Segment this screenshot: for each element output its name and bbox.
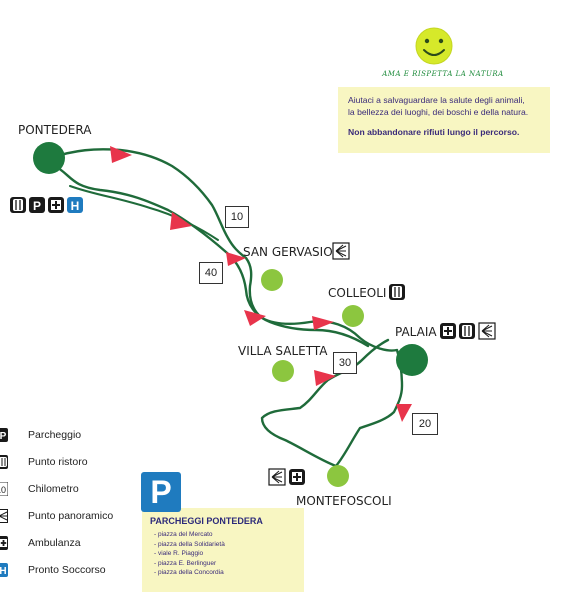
parking-list: - piazza del Mercato - piazza della Soli… xyxy=(154,530,225,578)
direction-arrow xyxy=(314,370,336,386)
town-marker-montefoscoli xyxy=(327,465,349,487)
legend-label: Chilometro xyxy=(28,483,79,495)
first-aid-icon: H xyxy=(0,563,8,577)
ambulance-icon xyxy=(48,197,64,213)
legend-item-ambulance: Ambulanza xyxy=(0,536,130,554)
legend-item-restaurant: Punto ristoro xyxy=(0,455,130,473)
panorama-icon xyxy=(478,322,496,340)
legend-label: Pronto Soccorso xyxy=(28,564,106,576)
list-item: - piazza della Concordia xyxy=(154,569,224,577)
label-pontedera: PONTEDERA xyxy=(18,123,92,137)
svg-text:P: P xyxy=(0,431,7,442)
km-marker: 40 xyxy=(199,262,223,284)
km-marker: 10 xyxy=(225,206,249,228)
info-line-1: Aiutaci a salvaguardare la salute degli … xyxy=(348,95,525,105)
first-aid-icon: H xyxy=(67,197,83,213)
panorama-icon xyxy=(0,509,8,523)
parking-icon: P xyxy=(29,197,45,213)
smiley-icon xyxy=(415,27,453,65)
restaurant-icon xyxy=(389,284,405,300)
legend-label: Punto ristoro xyxy=(28,456,88,468)
svg-text:H: H xyxy=(71,199,80,213)
montefoscoli-services xyxy=(268,468,305,486)
info-line-2: la bellezza dei luoghi, dei boschi e del… xyxy=(348,107,529,117)
restaurant-icon xyxy=(10,197,26,213)
motto: AMA E RISPETTA LA NATURA xyxy=(382,70,504,78)
legend-item-parking: P Parcheggio xyxy=(0,428,130,446)
parking-icon: P xyxy=(0,428,8,442)
panorama-icon xyxy=(332,242,350,260)
label-palaia: PALAIA xyxy=(395,325,437,339)
parking-title: PARCHEGGI PONTEDERA xyxy=(150,516,263,526)
label-montefoscoli: MONTEFOSCOLI xyxy=(296,494,392,508)
legend-item-km: 10 Chilometro xyxy=(0,482,130,500)
direction-arrows xyxy=(110,146,412,422)
legend-label: Parcheggio xyxy=(28,429,82,441)
direction-arrow xyxy=(170,212,192,230)
svg-text:P: P xyxy=(33,199,41,213)
direction-arrow xyxy=(226,252,246,266)
info-box: Aiutaci a salvaguardare la salute degli … xyxy=(338,87,550,153)
legend-item-panorama: Punto panoramico xyxy=(0,509,130,527)
label-colleoli: COLLEOLI xyxy=(328,286,387,300)
restaurant-icon xyxy=(0,455,8,469)
label-villa-saletta: VILLA SALETTA xyxy=(238,344,328,358)
legend-label: Ambulanza xyxy=(28,537,81,549)
km-icon: 10 xyxy=(0,482,8,496)
parking-sign-icon: P xyxy=(141,472,181,512)
town-marker-villa-saletta xyxy=(272,360,294,382)
svg-text:H: H xyxy=(0,566,7,577)
direction-arrow xyxy=(244,310,266,326)
restaurant-icon xyxy=(459,323,475,339)
direction-arrow xyxy=(396,404,412,422)
ambulance-icon xyxy=(440,323,456,339)
list-item: - piazza della Solidarietà xyxy=(154,540,225,548)
direction-arrow xyxy=(312,316,334,330)
town-marker-palaia xyxy=(396,344,428,376)
km-marker: 20 xyxy=(412,413,438,435)
panorama-icon xyxy=(268,468,286,486)
km-marker: 30 xyxy=(333,352,357,374)
direction-arrow xyxy=(110,146,132,163)
ambulance-icon xyxy=(289,469,305,485)
legend-item-first-aid: H Pronto Soccorso xyxy=(0,563,130,581)
label-san-gervasio: SAN GERVASIO xyxy=(243,245,333,259)
palaia-services xyxy=(440,322,496,340)
pontedera-services: P H xyxy=(10,197,83,213)
info-warning: Non abbandonare rifiuti lungo il percors… xyxy=(348,127,520,137)
town-marker-pontedera xyxy=(33,142,65,174)
list-item: - piazza del Mercato xyxy=(154,531,213,538)
parking-info-box: PARCHEGGI PONTEDERA - piazza del Mercato… xyxy=(142,508,304,592)
town-marker-colleoli xyxy=(342,305,364,327)
list-item: - viale R. Piaggio xyxy=(154,550,204,558)
ambulance-icon xyxy=(0,536,8,550)
list-item: - piazza E. Berlinguer xyxy=(154,559,217,567)
svg-text:10: 10 xyxy=(0,485,6,495)
town-marker-san-gervasio xyxy=(261,269,283,291)
legend-label: Punto panoramico xyxy=(28,510,114,522)
